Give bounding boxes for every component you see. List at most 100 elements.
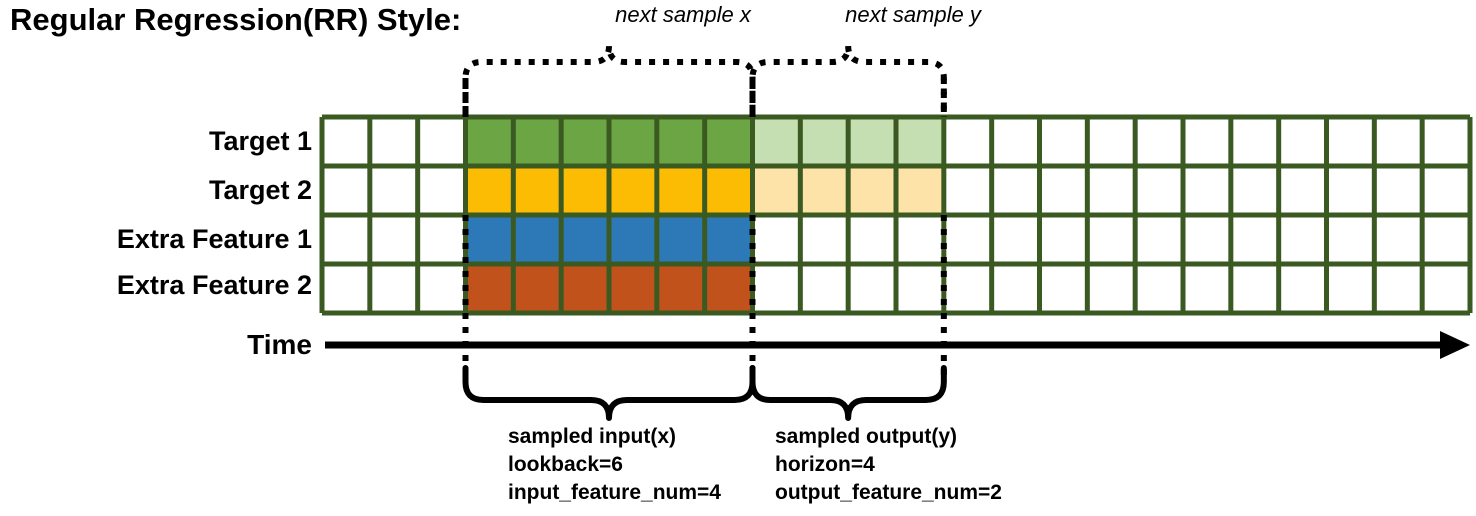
grid-cell (1278, 264, 1327, 313)
grid-cell (1374, 264, 1423, 313)
grid-cell (369, 215, 418, 264)
grid-cell (896, 215, 944, 264)
grid-cell (656, 117, 705, 166)
caption-input-feature-num: input_feature_num=4 (508, 480, 721, 504)
grid-cell (1135, 117, 1183, 166)
grid-cell (465, 166, 514, 215)
grid-cell (848, 117, 896, 166)
annotation-group (325, 45, 1470, 421)
grid-cell (417, 117, 466, 166)
grid-cell (1278, 215, 1327, 264)
grid-cell (1183, 264, 1231, 313)
caption-input-title: sampled input(x) (508, 425, 677, 448)
grid-cell (369, 166, 418, 215)
caption-input-lookback: lookback=6 (508, 452, 623, 476)
bottom-brace-sampled-output (749, 365, 947, 421)
grid-cell (656, 215, 705, 264)
grid-cell (848, 215, 896, 264)
grid-cell (1039, 215, 1088, 264)
grid-cell (322, 166, 370, 215)
caption-output-feature-num: output_feature_num=2 (775, 480, 1002, 504)
grid-cell (465, 117, 514, 166)
grid-cell (1183, 117, 1231, 166)
grid-cell (513, 117, 562, 166)
grid-cell (800, 264, 849, 313)
caption-output-title: sampled output(y) (775, 425, 957, 448)
grid-cell (800, 215, 849, 264)
grid-cell (1230, 264, 1279, 313)
grid-cell (1230, 215, 1279, 264)
grid-cell (1230, 166, 1279, 215)
caption-sampled-input: sampled input(x) lookback=6 input_featur… (508, 423, 721, 507)
grid-cell (1326, 117, 1375, 166)
grid-cell (1326, 166, 1375, 215)
time-axis-arrowhead (1440, 331, 1470, 359)
grid-cell (322, 264, 370, 313)
grid-cell (1135, 166, 1183, 215)
time-axis-label: Time (247, 329, 312, 360)
top-brace-next-sample-x (462, 45, 756, 117)
bottom-brace-sampled-input (462, 365, 756, 421)
grid-cell (1326, 264, 1375, 313)
grid-cell (322, 215, 370, 264)
row-label-extra-feature-1: Extra Feature 1 (116, 224, 312, 254)
grid-cell (1230, 117, 1279, 166)
grid-cell (752, 166, 801, 215)
grid-cell (417, 215, 466, 264)
brace-label-next-sample-y: next sample y (845, 2, 981, 27)
grid-cell (369, 264, 418, 313)
grid-cell (1278, 117, 1327, 166)
grid-cell (1374, 117, 1423, 166)
grid-cell (896, 117, 944, 166)
grid-cell (609, 264, 657, 313)
grid-cell (1135, 215, 1183, 264)
grid-cell (1374, 215, 1423, 264)
grid-cell (1039, 166, 1088, 215)
grid-cell (417, 166, 466, 215)
grid-cell (943, 117, 992, 166)
grid-cell (561, 166, 609, 215)
grid-cell (896, 264, 944, 313)
grid-cell (704, 166, 753, 215)
row-label-extra-feature-2: Extra Feature 2 (116, 270, 312, 300)
grid-cell (848, 166, 896, 215)
grid-cell (1087, 215, 1136, 264)
grid-cell (513, 264, 562, 313)
caption-output-horizon: horizon=4 (775, 452, 875, 476)
grid-cell (417, 264, 466, 313)
grid-cell (1039, 117, 1088, 166)
grid-cell (369, 117, 418, 166)
grid-cell (1135, 264, 1183, 313)
grid-cell (561, 117, 609, 166)
grid-cell (561, 215, 609, 264)
grid-cell (752, 264, 801, 313)
page-title: Regular Regression(RR) Style: (10, 2, 462, 37)
grid-cell (1087, 264, 1136, 313)
grid-cell (1422, 117, 1470, 166)
brace-label-next-sample-x: next sample x (615, 2, 751, 27)
grid-cell (991, 215, 1040, 264)
grid-cell (656, 166, 705, 215)
grid-cell (704, 215, 753, 264)
top-brace-next-sample-y (749, 45, 947, 117)
grid-cell (465, 215, 514, 264)
grid-cell (1422, 264, 1470, 313)
grid-cell (991, 117, 1040, 166)
grid-cell (322, 117, 370, 166)
row-label-target-1: Target 1 (208, 126, 312, 156)
grid-cell (1326, 215, 1375, 264)
grid-cell (1422, 166, 1470, 215)
grid-cell (1278, 166, 1327, 215)
grid-cell (1087, 166, 1136, 215)
grid-cell (800, 117, 849, 166)
grid-cell (1087, 117, 1136, 166)
grid-cell (465, 264, 514, 313)
grid-cell (752, 215, 801, 264)
grid-cell (800, 166, 849, 215)
grid-cell (896, 166, 944, 215)
grid-cell (609, 166, 657, 215)
row-label-target-2: Target 2 (208, 175, 312, 205)
grid-cell (609, 215, 657, 264)
